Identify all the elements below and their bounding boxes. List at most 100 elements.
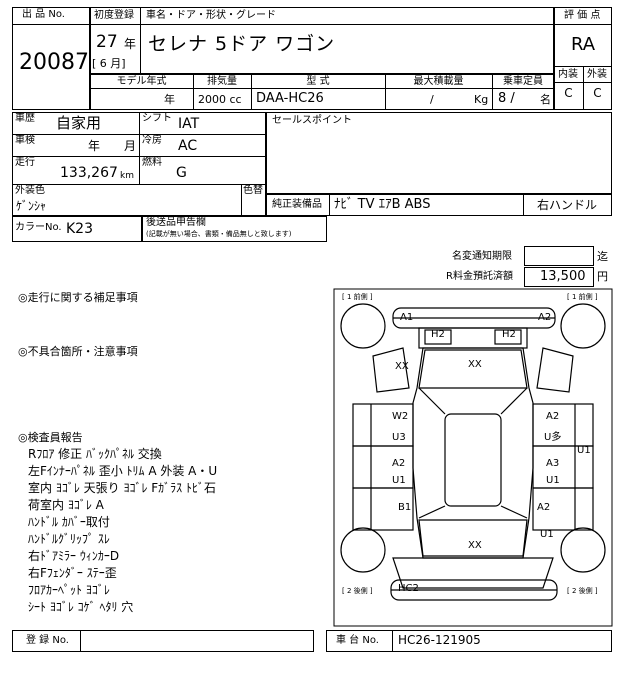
color-label: 外装色 — [15, 185, 45, 196]
post-report-note: (記載が無い場合、書類・備品無しと致します) — [146, 230, 292, 238]
first-reg-label: 初度登録 — [94, 10, 134, 21]
grade-sub-line — [554, 82, 612, 83]
inspection-month: 月 — [124, 139, 137, 153]
recycle-value: 13,500 — [540, 269, 586, 284]
diagram-corner-front-left: [ 1 前側 ] — [342, 293, 373, 301]
reg-no-label: 登 録 No. — [26, 635, 69, 646]
mark-u3: U3 — [392, 432, 406, 443]
color-change-label: 色替 — [243, 185, 263, 196]
post-report-box — [142, 216, 327, 242]
inspector-note: 左Fｲﾝﾅｰﾊﾟﾈﾙ 歪小 ﾄﾘﾑ A 外装 A・U — [28, 464, 218, 478]
inspector-note: ｼｰﾄ ﾖｺﾞﾚ ｺｹﾞ ﾍﾀﾘ 穴 — [28, 600, 134, 614]
history-label: 車歴 — [15, 113, 35, 124]
lot-box — [12, 7, 90, 110]
mark-a1: A1 — [400, 312, 414, 323]
diagram-corner-front-right: [ 1 前側 ] — [567, 293, 598, 301]
inspector-note: ﾊﾝﾄﾞﾙ ｶﾊﾞｰ取付 — [28, 515, 110, 529]
chassis-value: HC26-121905 — [398, 633, 481, 647]
equipment-value: ﾅﾋﾞ TV ｴｱB ABS — [334, 197, 431, 212]
chassis-divider — [392, 630, 393, 652]
first-reg-year-unit: 年 — [124, 37, 137, 51]
lot-label: 出 品 No. — [22, 9, 65, 20]
equipment-div-2 — [523, 194, 524, 216]
inspector-note: 荷室内 ﾖｺﾞﾚ A — [28, 498, 104, 512]
color-value: ｹﾞﾝｼｬ — [16, 199, 47, 213]
max-load-label: 最大積載量 — [413, 76, 464, 87]
equipment-label: 純正装備品 — [272, 199, 322, 210]
color-no-box — [12, 216, 142, 242]
mark-a2-right-front: A2 — [546, 411, 560, 422]
first-reg-year: 27 — [96, 32, 118, 52]
shift-value: IAT — [178, 116, 200, 132]
exterior-grade: C — [593, 86, 602, 100]
aircon-label: 冷房 — [142, 135, 162, 146]
specs-div-2 — [251, 74, 252, 110]
mark-a3: A3 — [546, 458, 560, 469]
reg-no-box — [12, 630, 314, 652]
mark-u1-right-mid: U1 — [546, 475, 560, 486]
grade-split-line — [583, 66, 584, 110]
car-diagram — [333, 288, 613, 627]
mark-w2: W2 — [392, 411, 409, 422]
recycle-box — [524, 267, 594, 287]
mark-hc2: HC2 — [398, 583, 419, 594]
recycle-unit: 円 — [597, 270, 608, 283]
model-value: DAA-HC26 — [256, 91, 324, 106]
mark-b1: B1 — [398, 502, 412, 513]
mark-h2-right: H2 — [502, 329, 516, 340]
model-label: 型 式 — [306, 76, 330, 87]
inspector-note: Rﾌﾛｱ 修正 ﾊﾞｯｸﾊﾟﾈﾙ 交換 — [28, 447, 162, 461]
specs-box — [90, 74, 554, 110]
chassis-label: 車 台 No. — [336, 635, 379, 646]
color-change-line — [241, 184, 242, 216]
lot-label-line — [12, 24, 90, 25]
chassis-box — [326, 630, 612, 652]
driving-notes-title: ◎走行に関する補足事項 — [18, 291, 138, 304]
interior-grade: C — [564, 86, 573, 100]
exterior-label: 外装 — [587, 69, 607, 80]
capacity-value: 8 / — [498, 91, 515, 106]
mark-u1-right-edge: U1 — [577, 445, 591, 456]
aircon-value: AC — [178, 138, 198, 154]
recycle-label: R料金預託済額 — [446, 271, 513, 282]
shift-label: シフト — [142, 113, 172, 124]
color-no-label: カラーNo. — [15, 222, 62, 233]
displacement-label: 排気量 — [207, 76, 237, 87]
inspector-note: 右ﾄﾞｱﾐﾗｰ ｳｨﾝｶｰD — [28, 549, 120, 563]
car-name-label: 車名・ドア・形状・グレード — [146, 10, 276, 21]
reg-no-divider — [80, 630, 81, 652]
inspector-notes-title: ◎検査員報告 — [18, 431, 83, 444]
inspector-note: ﾌﾛｱｶｰﾍﾟｯﾄ ﾖｺﾞﾚ — [28, 583, 110, 597]
specs-div-3 — [385, 74, 386, 110]
details-row-line-3 — [12, 184, 266, 185]
mark-xx-mirror: XX — [395, 361, 409, 372]
inspector-notes-list: Rﾌﾛｱ 修正 ﾊﾞｯｸﾊﾟﾈﾙ 交換 左Fｲﾝﾅｰﾊﾟﾈﾙ 歪小 ﾄﾘﾑ A … — [28, 445, 318, 615]
equipment-div-1 — [329, 194, 330, 216]
name-header-line — [90, 24, 554, 25]
details-col-line — [139, 112, 140, 184]
mark-h2-left: H2 — [431, 329, 445, 340]
grade-label: 評 価 点 — [564, 10, 601, 21]
mark-xx-rear-glass: XX — [468, 540, 482, 551]
mark-a2-left-rear: A2 — [392, 458, 406, 469]
first-reg-month: [ 6 月] — [92, 57, 126, 70]
fuel-value: G — [176, 165, 187, 181]
grade-value: RA — [570, 34, 596, 55]
mark-u-many: U多 — [544, 432, 562, 443]
sales-point-box — [266, 112, 612, 194]
mark-u1-right-rear: U1 — [540, 529, 554, 540]
steering-value: 右ハンドル — [537, 198, 598, 212]
sales-point-label: セールスポイント — [272, 115, 352, 126]
capacity-unit: 名 — [540, 93, 551, 106]
post-report-label: 後送品申告欄 — [146, 217, 206, 228]
defects-notes-title: ◎不具合箇所・注意事項 — [18, 345, 138, 358]
diagram-corner-rear-right: [ 2 後側 ] — [567, 587, 598, 595]
inspector-note: 室内 ﾖｺﾞﾚ 天張り ﾖｺﾞﾚ Fｶﾞﾗｽ ﾄﾋﾞ石 — [28, 481, 216, 495]
specs-mid-line — [90, 88, 554, 89]
history-value: 自家用 — [56, 114, 102, 132]
model-year-unit: 年 — [164, 93, 175, 106]
mark-xx-windshield: XX — [468, 359, 482, 370]
diagram-corner-rear-left: [ 2 後側 ] — [342, 587, 373, 595]
car-name-box — [90, 7, 554, 74]
color-no-value: K23 — [66, 221, 93, 237]
